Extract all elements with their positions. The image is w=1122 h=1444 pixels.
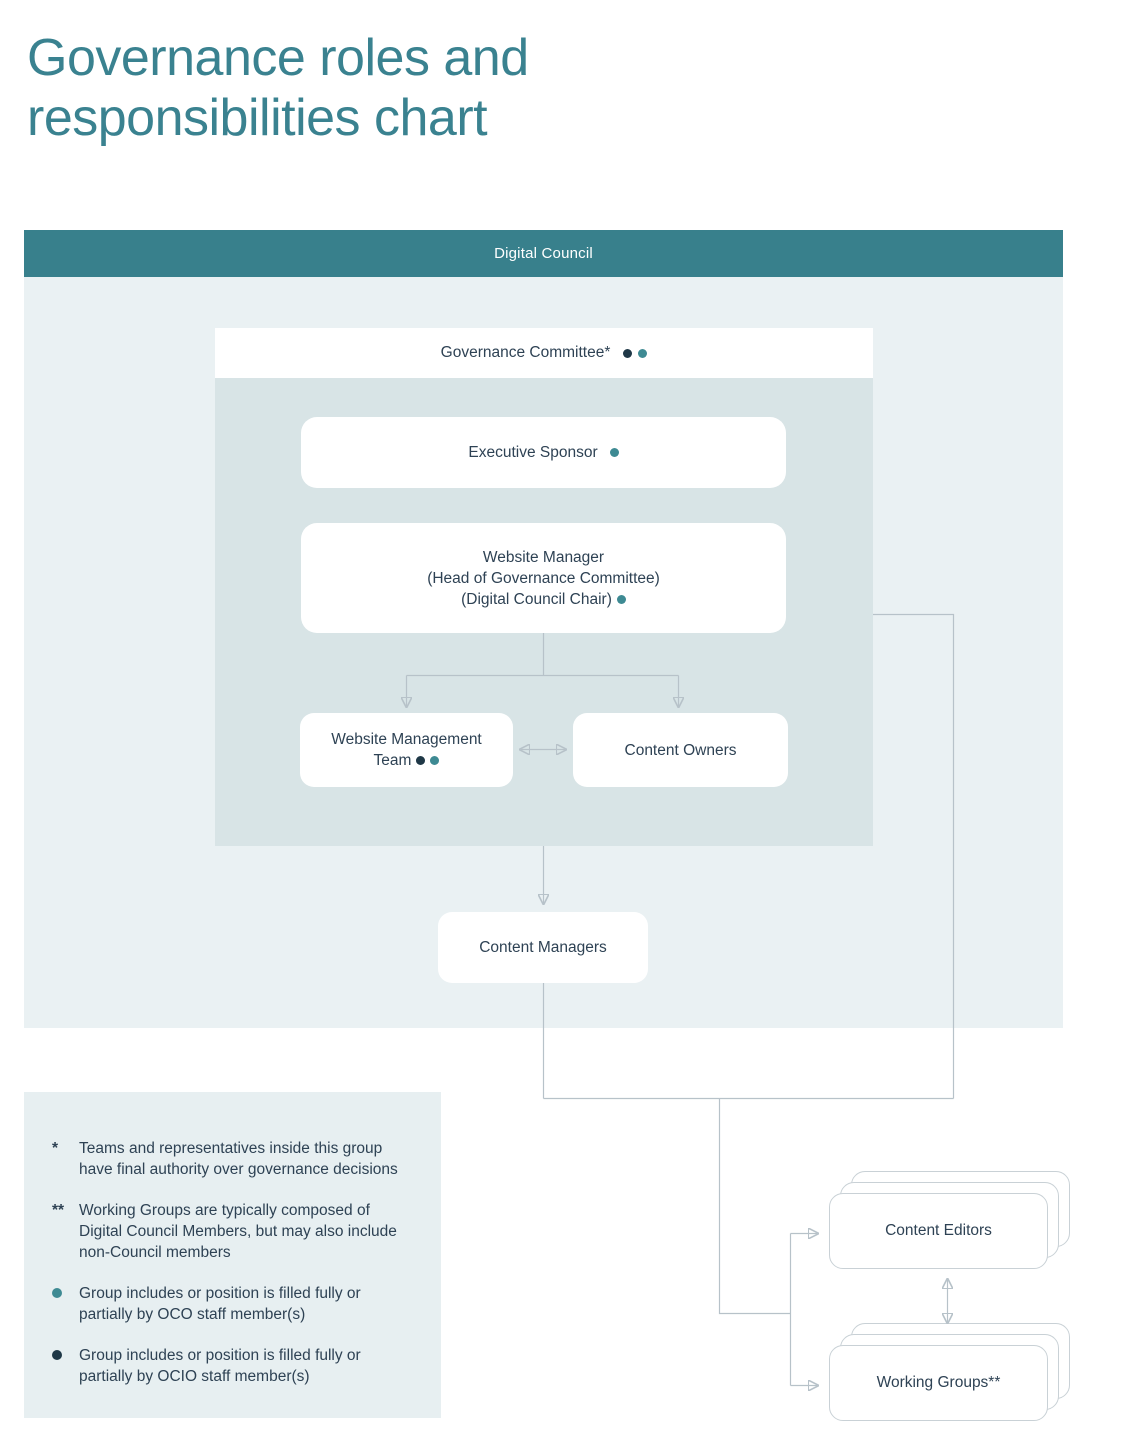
legend-item-ocio: Group includes or position is filled ful… bbox=[52, 1345, 415, 1387]
legend-item-text: Working Groups are typically composed of… bbox=[79, 1202, 397, 1261]
content-owners-label: Content Owners bbox=[624, 741, 737, 759]
website-manager-line1: Website Manager bbox=[482, 548, 605, 566]
ocio-dot-icon bbox=[416, 756, 426, 765]
node-content-editors: Content Editors bbox=[829, 1193, 1048, 1269]
oco-dot-icon bbox=[616, 594, 626, 604]
node-website-management-team: Website Management Team bbox=[300, 713, 513, 787]
content-managers-label: Content Managers bbox=[479, 939, 607, 956]
ocio-dot-icon bbox=[623, 348, 633, 358]
node-content-managers: Content Managers bbox=[438, 912, 648, 983]
content-editors-label: Content Editors bbox=[885, 1222, 992, 1239]
legend-item-double-asterisk: ** Working Groups are typically composed… bbox=[52, 1200, 415, 1263]
website-manager-line3: (Digital Council Chair) bbox=[461, 590, 612, 608]
legend-panel: * Teams and representatives inside this … bbox=[24, 1092, 441, 1418]
website-management-team-line1: Website Management bbox=[331, 731, 482, 748]
node-governance-committee: Governance Committee* bbox=[215, 328, 873, 378]
node-website-manager: Website Manager (Head of Governance Comm… bbox=[301, 523, 786, 633]
executive-sponsor-label: Executive Sponsor bbox=[468, 444, 598, 461]
website-management-team-line2: Team bbox=[373, 752, 412, 769]
node-working-groups: Working Groups** bbox=[829, 1345, 1048, 1421]
legend-item-text: Group includes or position is filled ful… bbox=[79, 1347, 361, 1385]
legend-item-text: Group includes or position is filled ful… bbox=[79, 1285, 361, 1323]
node-content-owners: Content Owners bbox=[573, 713, 788, 787]
ocio-dot-icon bbox=[52, 1350, 62, 1360]
legend-item-text: Teams and representatives inside this gr… bbox=[79, 1140, 398, 1178]
oco-dot-icon bbox=[609, 448, 619, 457]
page-title: Governance roles and responsibilities ch… bbox=[27, 29, 529, 147]
asterisk-marker: * bbox=[52, 1140, 59, 1157]
legend-item-oco: Group includes or position is filled ful… bbox=[52, 1283, 415, 1325]
digital-council-header-bar: Digital Council bbox=[24, 230, 1063, 277]
digital-council-label: Digital Council bbox=[494, 245, 593, 262]
governance-committee-label: Governance Committee* bbox=[440, 344, 611, 361]
node-executive-sponsor: Executive Sponsor bbox=[301, 417, 786, 488]
connector-bus-drop bbox=[718, 1098, 791, 1315]
website-manager-line2: (Head of Governance Committee) bbox=[427, 569, 660, 587]
working-groups-label: Working Groups** bbox=[876, 1374, 1001, 1391]
oco-dot-icon bbox=[430, 756, 440, 765]
oco-dot-icon bbox=[52, 1288, 62, 1298]
oco-dot-icon bbox=[638, 348, 648, 358]
legend-item-asterisk: * Teams and representatives inside this … bbox=[52, 1138, 415, 1180]
double-asterisk-marker: ** bbox=[52, 1202, 65, 1219]
legend-marker-cell bbox=[52, 1283, 79, 1325]
legend-marker-cell bbox=[52, 1345, 79, 1387]
